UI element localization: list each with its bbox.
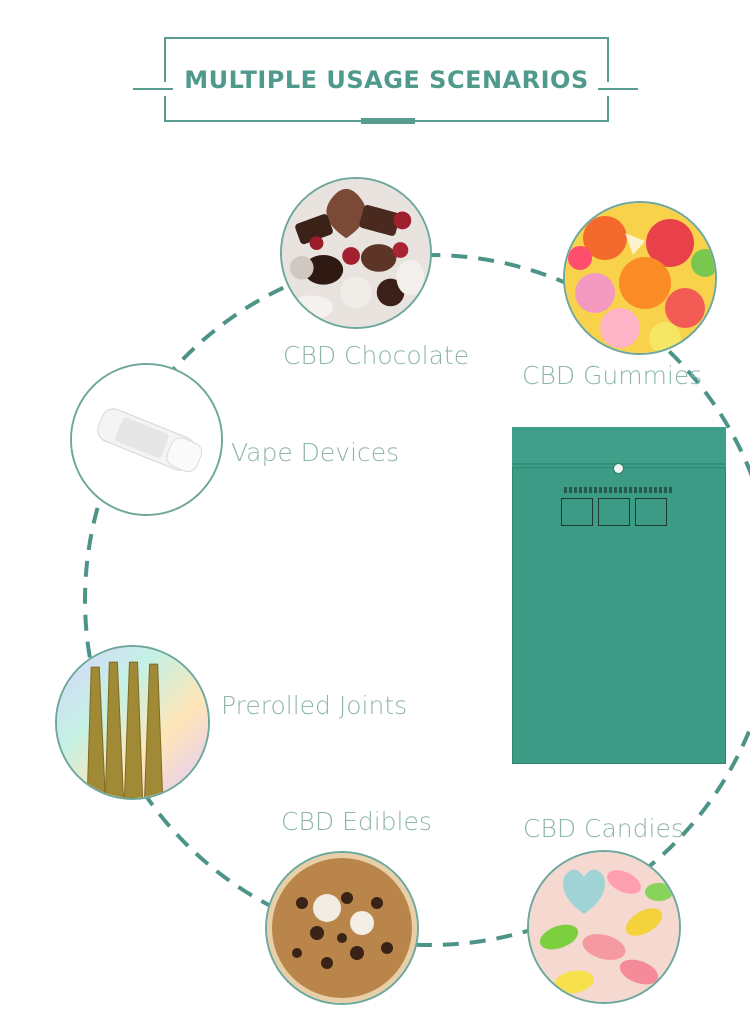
gummies-photo <box>563 201 717 355</box>
jelly-beans-photo <box>527 850 681 1004</box>
label-prerolled-joints: Prerolled Joints <box>221 691 408 720</box>
warning-pictogram-icon <box>561 498 593 526</box>
label-cbd-edibles: CBD Edibles <box>281 807 432 836</box>
mylar-zip-bag-photo <box>512 427 726 764</box>
hang-hole <box>613 463 624 474</box>
label-vape-devices: Vape Devices <box>231 438 400 467</box>
title-accent-bar <box>361 118 415 124</box>
warning-icons <box>561 498 667 526</box>
label-cbd-candies: CBD Candies <box>523 814 684 843</box>
chocolate-photo <box>280 177 432 329</box>
cookie-photo <box>265 851 419 1005</box>
page-title: MULTIPLE USAGE SCENARIOS <box>184 66 589 94</box>
preroll-joints-photo <box>55 645 210 800</box>
warning-pictogram-icon <box>635 498 667 526</box>
label-cbd-chocolate: CBD Chocolate <box>283 341 470 370</box>
label-cbd-gummies: CBD Gummies <box>522 361 703 390</box>
warning-pictogram-icon <box>598 498 630 526</box>
warning-text-print <box>564 487 674 493</box>
vape-cartridge-photo <box>70 363 223 516</box>
